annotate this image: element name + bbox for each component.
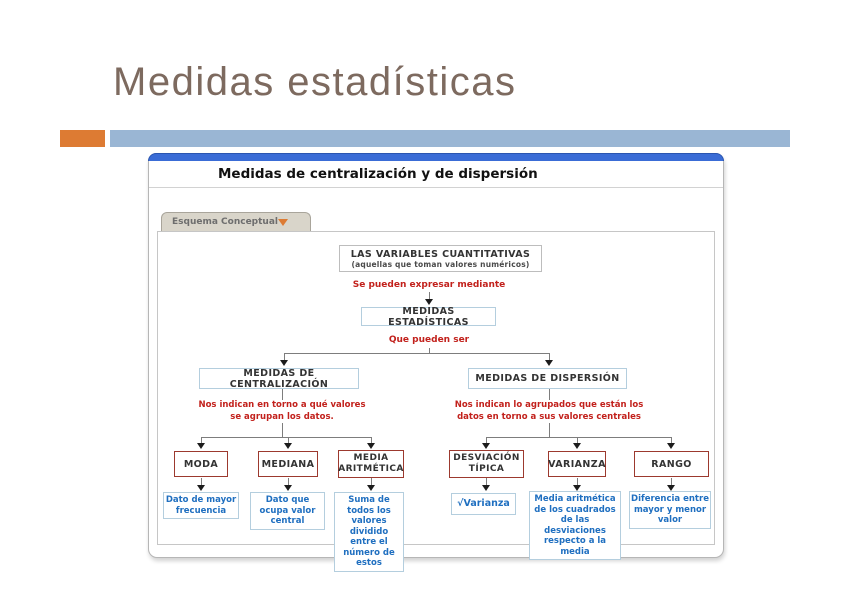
node-rango: RANGO xyxy=(634,451,709,477)
arrowhead-icon xyxy=(425,299,433,305)
node-mediana: MEDIANA xyxy=(258,451,318,477)
definition-moda: Dato de mayor frecuencia xyxy=(163,492,239,519)
arrowhead-icon xyxy=(667,443,675,449)
connector-line xyxy=(486,437,487,443)
definition-desviacion-tipica: √Varianza xyxy=(451,493,516,515)
definition-media-aritmetica: Suma de todos los valores dividido entre… xyxy=(334,492,404,572)
arrowhead-icon xyxy=(197,443,205,449)
node-medidas-estadisticas: MEDIDAS ESTADÍSTICAS xyxy=(361,306,496,328)
connector-line xyxy=(549,353,550,360)
diagram-canvas: LAS VARIABLES CUANTITATIVAS (aquellas qu… xyxy=(157,231,715,572)
node-medidas-centralizacion: MEDIDAS DE CENTRALIZACIÓN xyxy=(199,368,359,390)
connector-line xyxy=(577,478,578,485)
arrowhead-icon xyxy=(284,485,292,491)
connector-line xyxy=(284,353,285,360)
edge-label-se-pueden-expresar: Se pueden expresar mediante xyxy=(352,280,506,290)
tab-label: Esquema Conceptual xyxy=(172,217,278,227)
arrowhead-icon xyxy=(667,485,675,491)
connector-line xyxy=(201,437,372,438)
node-moda: MODA xyxy=(174,451,228,477)
panel-top-band xyxy=(148,153,724,161)
panel-title: Medidas de centralización y de dispersió… xyxy=(218,166,538,182)
tab-esquema-conceptual[interactable]: Esquema Conceptual xyxy=(161,212,311,232)
connector-line xyxy=(201,478,202,485)
node-desviacion-tipica: DESVIACIÓN TÍPICA xyxy=(449,450,524,478)
accent-orange-block xyxy=(60,130,105,147)
note-dispersion: Nos indican lo agrupados que están los d… xyxy=(449,400,649,423)
definition-mediana: Dato que ocupa valor central xyxy=(250,492,325,530)
connector-line xyxy=(371,437,372,443)
node-variables-cuantitativas: LAS VARIABLES CUANTITATIVAS (aquellas qu… xyxy=(339,245,542,272)
node-medidas-dispersion: MEDIDAS DE DISPERSIÓN xyxy=(468,368,627,389)
node-title: LAS VARIABLES CUANTITATIVAS xyxy=(350,248,531,260)
arrowhead-icon xyxy=(545,360,553,366)
connector-line xyxy=(486,478,487,485)
slide-title: Medidas estadísticas xyxy=(113,60,517,104)
arrowhead-icon xyxy=(573,443,581,449)
connector-line xyxy=(371,478,372,485)
connector-line xyxy=(671,478,672,485)
note-line: Nos indican en torno a qué valores xyxy=(198,400,366,410)
arrowhead-icon xyxy=(284,443,292,449)
note-line: se agrupan los datos. xyxy=(230,411,334,422)
arrowhead-icon xyxy=(367,485,375,491)
connector-line xyxy=(282,423,283,438)
arrowhead-icon xyxy=(280,360,288,366)
connector-line xyxy=(549,389,550,400)
connector-line xyxy=(201,437,202,443)
connector-line xyxy=(577,437,578,443)
definition-varianza: Media aritmética de los cuadrados de las… xyxy=(529,491,621,560)
connector-line xyxy=(282,389,283,400)
connector-line xyxy=(288,478,289,485)
tab-dropdown-icon xyxy=(278,219,288,226)
note-line: datos en torno a sus valores centrales xyxy=(457,411,641,422)
arrowhead-icon xyxy=(197,485,205,491)
arrowhead-icon xyxy=(367,443,375,449)
node-media-aritmetica: MEDIA ARITMÉTICA xyxy=(338,450,404,478)
connector-line xyxy=(671,437,672,443)
accent-blue-bar xyxy=(110,130,790,147)
arrowhead-icon xyxy=(573,485,581,491)
node-varianza: VARIANZA xyxy=(548,451,606,477)
embedded-app-panel: Medidas de centralización y de dispersió… xyxy=(148,153,724,572)
connector-line xyxy=(486,437,671,438)
definition-rango: Diferencia entre mayor y menor valor xyxy=(629,491,711,529)
connector-line xyxy=(549,423,550,438)
node-subtitle: (aquellas que toman valores numéricos) xyxy=(351,259,530,269)
arrowhead-icon xyxy=(482,485,490,491)
note-centralizacion: Nos indican en torno a qué valores se ag… xyxy=(182,400,382,423)
arrowhead-icon xyxy=(482,443,490,449)
note-line: Nos indican lo agrupados que están los xyxy=(454,400,644,410)
connector-line xyxy=(429,292,430,299)
edge-label-que-pueden-ser: Que pueden ser xyxy=(388,335,470,345)
connector-line xyxy=(284,353,550,354)
connector-line xyxy=(429,348,430,354)
connector-line xyxy=(288,437,289,443)
panel-divider xyxy=(149,187,723,188)
